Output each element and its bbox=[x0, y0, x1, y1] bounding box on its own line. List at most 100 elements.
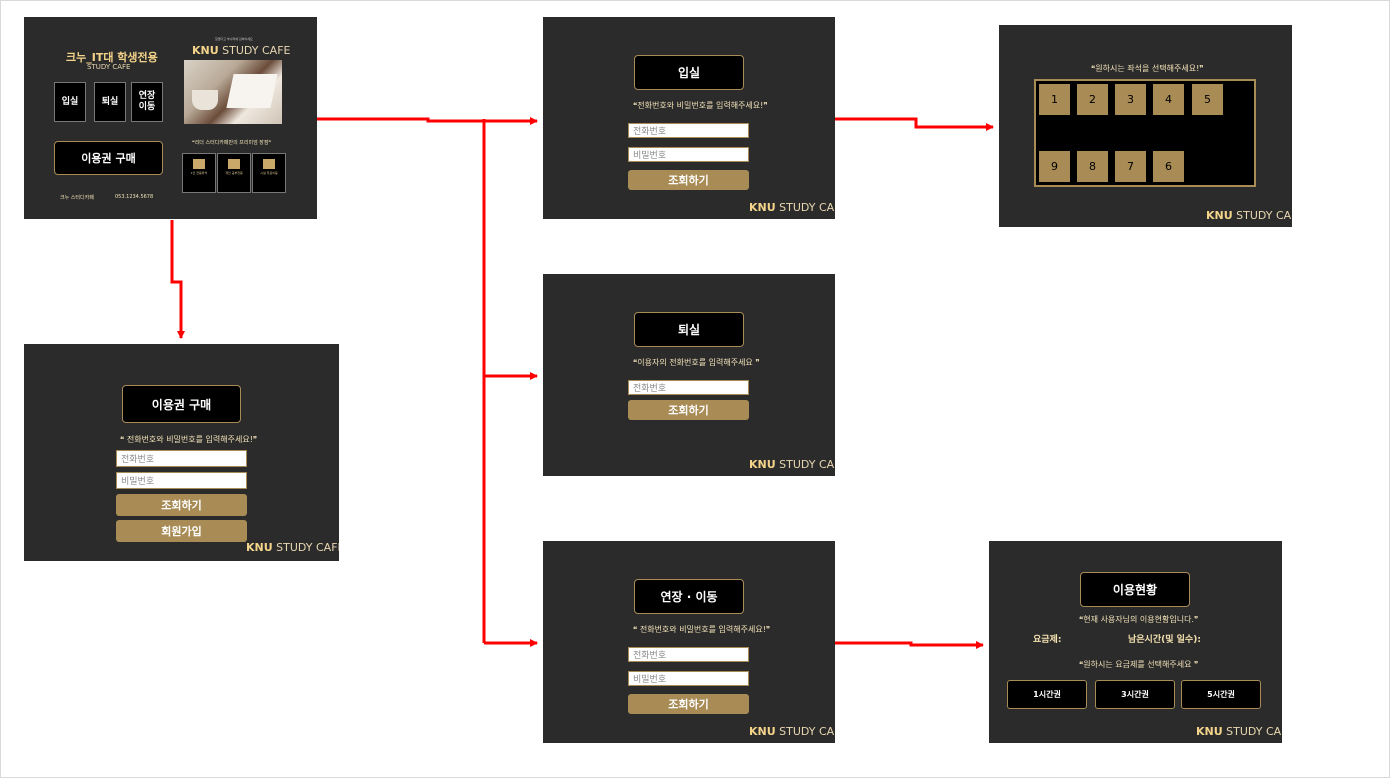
main-enter-button[interactable]: 입실 bbox=[54, 82, 86, 122]
plan-3h-button[interactable]: 3시간권 bbox=[1095, 680, 1175, 709]
seat-prompt: ❝원하시는 좌석을 선택해주세요!❞ bbox=[1091, 64, 1204, 73]
arrow-main-to-purchase bbox=[170, 220, 185, 339]
brand-bold: KNU bbox=[749, 201, 776, 214]
main-logo: KNU STUDY CAFE bbox=[192, 44, 291, 57]
enter-phone-input[interactable]: 전화번호 bbox=[628, 123, 749, 138]
footer-name: 크누 스터디카페 bbox=[60, 195, 94, 201]
plan-5h-button[interactable]: 5시간권 bbox=[1181, 680, 1261, 709]
arrow-main-to-enter bbox=[317, 117, 538, 125]
main-extend-button[interactable]: 연장 이동 bbox=[131, 82, 163, 122]
brand-rest: STUDY CAFE bbox=[1236, 209, 1292, 222]
seat-9[interactable]: 9 bbox=[1039, 151, 1070, 182]
feature-card-1: 1인 전용좌석 bbox=[182, 153, 216, 193]
plan-1h-button[interactable]: 1시간권 bbox=[1007, 680, 1087, 709]
enter-password-input[interactable]: 비밀번호 bbox=[628, 147, 749, 162]
seat-4[interactable]: 4 bbox=[1153, 84, 1184, 115]
brand-bold: KNU bbox=[1196, 725, 1223, 738]
status-remaining-label: 남은시간(및 일수): bbox=[1128, 635, 1201, 645]
main-title: 크누_IT대 학생전용 bbox=[66, 51, 158, 64]
brand-rest: STUDY CAFE bbox=[779, 725, 835, 738]
main-purchase-label: 이용권 구매 bbox=[81, 152, 136, 165]
purchase-prompt: ❝ 전화번호와 비밀번호를 입력해주세요!❞ bbox=[120, 435, 258, 444]
extend-phone-input[interactable]: 전화번호 bbox=[628, 647, 749, 662]
extend-lookup-button[interactable]: 조회하기 bbox=[628, 694, 749, 714]
exit-title: 퇴실 bbox=[634, 312, 744, 347]
feature-text-2: 개인 공부전용 bbox=[225, 171, 243, 175]
main-enter-label: 입실 bbox=[61, 96, 79, 107]
purchase-signup-button[interactable]: 회원가입 bbox=[116, 520, 247, 542]
coffee-book-photo bbox=[184, 60, 282, 124]
main-screen: 크누_IT대 학생전용 STUDY CAFE 힘겹다고 부수려에 감하이세요 K… bbox=[24, 17, 317, 219]
enter-screen: 입실 ❝전화번호와 비밀번호를 입력해주세요!❞ 전화번호 비밀번호 조회하기 … bbox=[543, 17, 835, 219]
seat-brand: KNU STUDY CAFE bbox=[1206, 209, 1292, 222]
brand-rest: STUDY CAFE bbox=[272, 541, 339, 554]
seat-2[interactable]: 2 bbox=[1077, 84, 1108, 115]
exit-brand: KNU STUDY CAFE bbox=[749, 458, 835, 471]
main-purchase-button[interactable]: 이용권 구매 bbox=[54, 141, 163, 175]
desk-icon bbox=[193, 159, 205, 169]
feature-card-2: 개인 공부전용 bbox=[217, 153, 251, 193]
status-current: ❝현재 사용자님의 이용현황입니다.❞ bbox=[1079, 615, 1199, 624]
exit-title-label: 퇴실 bbox=[677, 323, 701, 337]
exit-lookup-button[interactable]: 조회하기 bbox=[628, 400, 749, 420]
brand-rest: STUDY CAFE bbox=[1226, 725, 1282, 738]
brand-bold: KNU bbox=[1206, 209, 1233, 222]
enter-brand: KNU STUDY CAFE bbox=[749, 201, 835, 214]
seat-8[interactable]: 8 bbox=[1077, 151, 1108, 182]
people-icon bbox=[228, 159, 240, 169]
feature-text-3: 시설 무료이용 bbox=[260, 171, 278, 175]
feature-card-3: 시설 무료이용 bbox=[252, 153, 286, 193]
exit-prompt: ❝이용자의 전화번호를 입력해주세요 ❞ bbox=[633, 358, 760, 367]
seat-1[interactable]: 1 bbox=[1039, 84, 1070, 115]
main-extend-label-1: 연장 bbox=[138, 91, 156, 101]
extend-screen: 연장 · 이동 ❝ 전화번호와 비밀번호를 입력해주세요!❞ 전화번호 비밀번호… bbox=[543, 541, 835, 743]
status-choose: ❝원하시는 요금제를 선택해주세요 ❞ bbox=[1079, 660, 1199, 669]
status-brand: KNU STUDY CAFE bbox=[1196, 725, 1282, 738]
cup-shape bbox=[192, 90, 218, 110]
extend-title-label: 연장 · 이동 bbox=[660, 590, 718, 604]
purchase-screen: 이용권 구매 ❝ 전화번호와 비밀번호를 입력해주세요!❞ 전화번호 비밀번호 … bbox=[24, 344, 339, 561]
purchase-phone-input[interactable]: 전화번호 bbox=[116, 450, 247, 467]
enter-title-label: 입실 bbox=[677, 66, 701, 80]
seat-6[interactable]: 6 bbox=[1153, 151, 1184, 182]
purchase-password-input[interactable]: 비밀번호 bbox=[116, 472, 247, 489]
exit-screen: 퇴실 ❝이용자의 전화번호를 입력해주세요 ❞ 전화번호 조회하기 KNU ST… bbox=[543, 274, 835, 476]
seat-3[interactable]: 3 bbox=[1115, 84, 1146, 115]
status-screen: 이용현황 ❝현재 사용자님의 이용현황입니다.❞ 요금제: 남은시간(및 일수)… bbox=[989, 541, 1282, 743]
main-extend-label-2: 이동 bbox=[138, 102, 156, 112]
brand-rest: STUDY CAFE bbox=[779, 201, 835, 214]
seat-5[interactable]: 5 bbox=[1192, 84, 1223, 115]
purchase-lookup-button[interactable]: 조회하기 bbox=[116, 494, 247, 516]
status-title-label: 이용현황 bbox=[1112, 583, 1158, 597]
main-tagline: 힘겹다고 부수려에 감하이세요 bbox=[215, 37, 253, 41]
exit-phone-input[interactable]: 전화번호 bbox=[628, 380, 749, 395]
brand-bold: KNU bbox=[749, 725, 776, 738]
extend-prompt: ❝ 전화번호와 비밀번호를 입력해주세요!❞ bbox=[633, 625, 771, 634]
status-plan-label: 요금제: bbox=[1033, 635, 1062, 645]
footer-phone: 053.1234.5678 bbox=[115, 194, 154, 200]
main-logo-rest: STUDY CAFE bbox=[218, 44, 291, 57]
book-shape bbox=[226, 74, 278, 108]
extend-title: 연장 · 이동 bbox=[634, 579, 744, 614]
group-icon bbox=[263, 159, 275, 169]
status-title: 이용현황 bbox=[1080, 572, 1190, 607]
arrow-extend-to-status bbox=[835, 641, 984, 649]
main-logo-bold: KNU bbox=[192, 44, 219, 57]
main-exit-button[interactable]: 퇴실 bbox=[94, 82, 126, 122]
purchase-title-label: 이용권 구매 bbox=[151, 397, 212, 412]
enter-lookup-button[interactable]: 조회하기 bbox=[628, 170, 749, 190]
purchase-brand: KNU STUDY CAFE bbox=[246, 541, 339, 554]
enter-prompt: ❝전화번호와 비밀번호를 입력해주세요!❞ bbox=[633, 101, 768, 110]
main-exit-label: 퇴실 bbox=[101, 96, 119, 107]
seat-7[interactable]: 7 bbox=[1115, 151, 1146, 182]
extend-password-input[interactable]: 비밀번호 bbox=[628, 671, 749, 686]
brand-rest: STUDY CAFE bbox=[779, 458, 835, 471]
seat-screen: ❝원하시는 좌석을 선택해주세요!❞ 1 2 3 4 5 9 8 7 6 KNU… bbox=[999, 25, 1292, 227]
arrow-enter-to-seats bbox=[835, 117, 994, 131]
purchase-title: 이용권 구매 bbox=[122, 385, 241, 423]
main-promo: ❝리더 스터디카페만의 프리미엄 장점❞ bbox=[192, 140, 272, 146]
feature-text-1: 1인 전용좌석 bbox=[190, 171, 208, 175]
extend-brand: KNU STUDY CAFE bbox=[749, 725, 835, 738]
brand-bold: KNU bbox=[246, 541, 273, 554]
